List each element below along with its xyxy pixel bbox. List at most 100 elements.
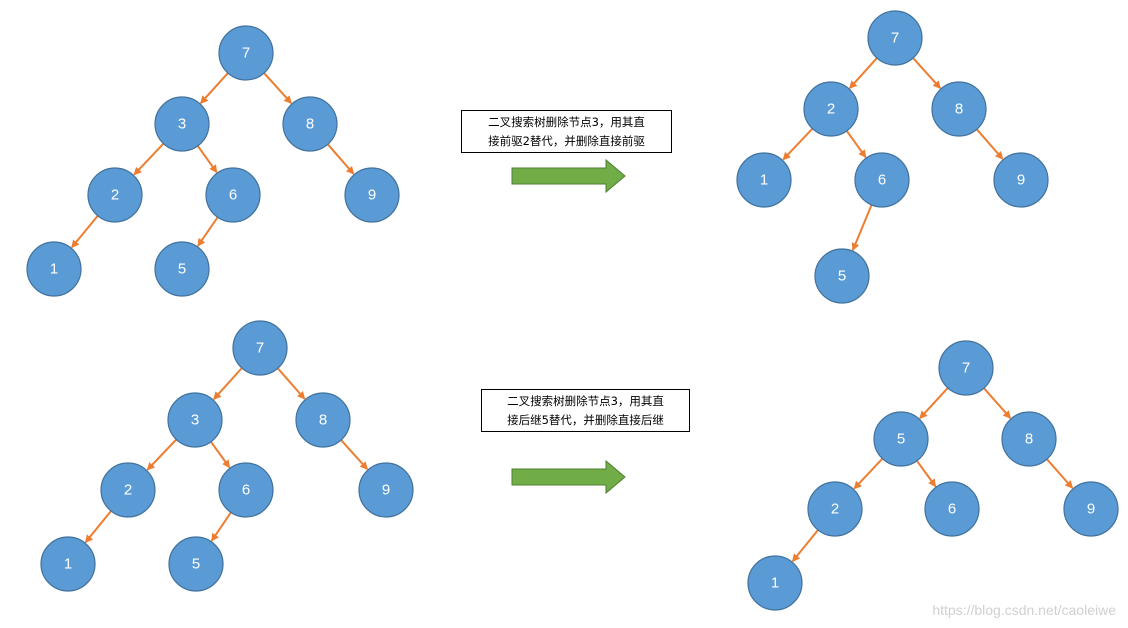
- node-circle: [1063, 481, 1119, 537]
- node-circle: [218, 462, 274, 518]
- edge-6-to-5: [210, 511, 232, 542]
- node-label: 6: [229, 187, 237, 204]
- node-circle: [807, 481, 863, 537]
- tree-predecessor-before: 1 2 3 5 6 7 8 9: [26, 25, 400, 297]
- node-1: 1: [40, 536, 96, 592]
- node-circle: [924, 481, 980, 537]
- watermark: https://blog.csdn.net/caoleiwe: [932, 602, 1116, 618]
- node-8: 8: [295, 392, 351, 448]
- node-9: 9: [358, 462, 414, 518]
- node-circle: [26, 241, 82, 297]
- node-label: 1: [760, 172, 768, 189]
- node-2: 2: [100, 462, 156, 518]
- node-label: 7: [242, 45, 250, 62]
- node-circle: [1001, 411, 1057, 467]
- node-label: 3: [191, 412, 199, 429]
- node-circle: [873, 411, 929, 467]
- node-6: 6: [854, 152, 910, 208]
- edge-6-to-5: [851, 204, 873, 252]
- edge-3-to-6: [210, 441, 231, 469]
- edge-7-to-8: [277, 367, 306, 400]
- transition-arrow-predecessor: [511, 158, 626, 194]
- transition-arrow-successor: [511, 459, 626, 495]
- node-circle: [344, 167, 400, 223]
- node-label: 6: [242, 482, 250, 499]
- node-circle: [168, 536, 224, 592]
- edge-8-to-9: [340, 439, 369, 470]
- node-6: 6: [218, 462, 274, 518]
- node-9: 9: [1063, 481, 1119, 537]
- edge-8-to-9: [327, 143, 355, 175]
- node-5: 5: [154, 241, 210, 297]
- node-circle: [803, 81, 859, 137]
- node-label: 2: [111, 187, 119, 204]
- tree-successor-before: 1 2 3 5 6 7 8 9: [40, 320, 414, 592]
- node-label: 9: [1087, 501, 1095, 518]
- node-label: 9: [382, 482, 390, 499]
- node-8: 8: [282, 96, 338, 152]
- edge-2-to-1: [791, 529, 819, 563]
- node-label: 8: [306, 116, 314, 133]
- node-circle: [295, 392, 351, 448]
- node-circle: [993, 152, 1049, 208]
- caption-successor: 二叉搜索树删除节点3，用其直 接后继5替代，并删除直接后继: [481, 389, 690, 432]
- edge-7-to-8: [263, 72, 293, 104]
- node-circle: [100, 462, 156, 518]
- edge-8-to-9: [976, 128, 1004, 160]
- node-circle: [854, 152, 910, 208]
- node-circle: [736, 152, 792, 208]
- edge-2-to-1: [71, 215, 99, 249]
- node-8: 8: [1001, 411, 1057, 467]
- caption-successor-line-1: 二叉搜索树删除节点3，用其直: [507, 393, 664, 408]
- node-label: 2: [827, 101, 835, 118]
- edge-5-to-2: [853, 457, 884, 490]
- node-3: 3: [167, 392, 223, 448]
- node-circle: [814, 248, 870, 304]
- caption-predecessor: 二叉搜索树删除节点3，用其直 接前驱2替代，并删除直接前驱: [461, 110, 672, 153]
- node-3: 3: [154, 96, 210, 152]
- node-label: 9: [1017, 172, 1025, 189]
- node-label: 8: [319, 412, 327, 429]
- node-label: 6: [948, 501, 956, 518]
- node-label: 8: [955, 101, 963, 118]
- edge-3-to-2: [133, 142, 165, 176]
- node-label: 7: [962, 360, 970, 377]
- caption-successor-line-2: 接后继5替代，并删除直接后继: [507, 412, 664, 427]
- edge-2-to-6: [845, 130, 867, 159]
- node-label: 5: [838, 268, 846, 285]
- edge-2-to-1: [782, 127, 814, 161]
- node-circle: [232, 320, 288, 376]
- node-label: 5: [192, 556, 200, 573]
- node-label: 1: [50, 261, 58, 278]
- node-circle: [358, 462, 414, 518]
- node-7: 7: [232, 320, 288, 376]
- node-circle: [747, 555, 803, 611]
- edge-3-to-2: [146, 438, 178, 471]
- node-9: 9: [344, 167, 400, 223]
- node-label: 5: [897, 431, 905, 448]
- node-7: 7: [218, 25, 274, 81]
- node-label: 9: [368, 187, 376, 204]
- edge-7-to-3: [213, 367, 243, 400]
- node-circle: [40, 536, 96, 592]
- node-7: 7: [867, 10, 923, 66]
- caption-predecessor-line-1: 二叉搜索树删除节点3，用其直: [488, 114, 645, 129]
- edge-3-to-6: [196, 145, 218, 174]
- node-5: 5: [168, 536, 224, 592]
- node-1: 1: [26, 241, 82, 297]
- node-circle: [154, 241, 210, 297]
- node-9: 9: [993, 152, 1049, 208]
- node-circle: [931, 81, 987, 137]
- node-label: 7: [256, 340, 264, 357]
- node-label: 8: [1025, 431, 1033, 448]
- node-label: 5: [178, 261, 186, 278]
- node-label: 3: [178, 116, 186, 133]
- node-circle: [87, 167, 143, 223]
- edge-7-to-3: [199, 72, 229, 104]
- edge-8-to-9: [1046, 458, 1074, 489]
- edge-2-to-1: [84, 510, 112, 544]
- node-label: 1: [64, 556, 72, 573]
